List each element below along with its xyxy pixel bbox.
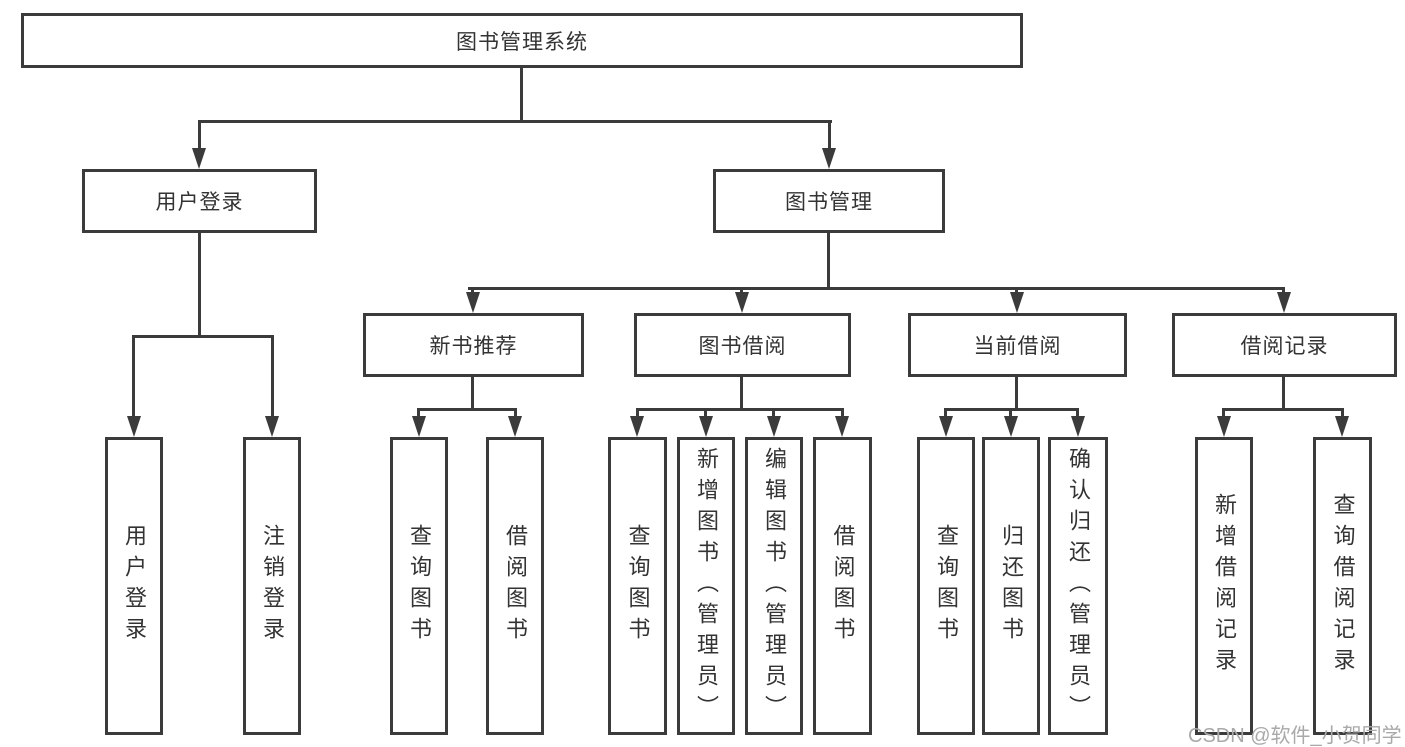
leaf-borrowing-add-books-admin: 新增图书（管理员）	[677, 437, 735, 735]
arrow-down-icon	[412, 416, 426, 437]
arrow-down-icon	[1277, 292, 1291, 313]
node-library-system: 图书管理系统	[21, 13, 1023, 68]
arrow-down-icon	[699, 416, 713, 437]
leaf-borrowing-query-books: 查询图书	[608, 437, 667, 735]
leaf-newbook-query-books: 查询图书	[390, 437, 448, 735]
leaf-current-confirm-return-admin: 确认归还（管理员）	[1048, 437, 1108, 735]
leaf-label: 注销登录	[260, 524, 285, 648]
connector-line	[514, 408, 517, 418]
leaf-borrowing-edit-books-admin: 编辑图书（管理员）	[745, 437, 803, 735]
connector-line	[417, 408, 420, 418]
arrow-down-icon	[735, 292, 749, 313]
leaf-label: 新增借阅记录	[1212, 493, 1237, 679]
arrow-down-icon	[127, 416, 141, 437]
connector-line	[471, 287, 474, 295]
arrow-down-icon	[835, 416, 849, 437]
arrow-down-icon	[1217, 416, 1231, 437]
leaf-records-add-record: 新增借阅记录	[1195, 437, 1253, 735]
arrow-down-icon	[1010, 292, 1024, 313]
leaf-label: 用户登录	[122, 524, 147, 648]
node-user-login: 用户登录	[82, 169, 317, 233]
connector-line	[944, 408, 947, 418]
connector-line	[828, 120, 831, 150]
arrow-down-icon	[822, 148, 836, 169]
leaf-label: 查询图书	[934, 524, 959, 648]
leaf-current-query-books: 查询图书	[917, 437, 975, 735]
connector-line	[1282, 377, 1285, 410]
arrow-down-icon	[939, 416, 953, 437]
connector-line	[841, 408, 844, 418]
leaf-logout: 注销登录	[243, 437, 301, 735]
connector-line	[1009, 408, 1012, 418]
connector-line	[704, 408, 707, 418]
arrow-down-icon	[630, 416, 644, 437]
node-label: 用户登录	[155, 191, 244, 214]
node-book-borrowing: 图书借阅	[634, 313, 851, 377]
leaf-label: 查询借阅记录	[1330, 493, 1356, 679]
arrow-down-icon	[466, 292, 480, 313]
arrow-down-icon	[265, 416, 279, 437]
leaf-label: 新增图书（管理员）	[694, 446, 719, 726]
connector-line	[132, 335, 274, 338]
connector-line	[417, 408, 517, 411]
csdn-watermark: CSDN @软件_小贺同学	[1188, 725, 1402, 747]
leaf-user-login: 用户登录	[105, 437, 163, 735]
connector-line	[1282, 287, 1285, 295]
arrow-down-icon	[1335, 416, 1349, 437]
connector-line	[198, 233, 201, 338]
arrow-down-icon	[767, 416, 781, 437]
connector-line	[740, 377, 743, 410]
leaf-label: 查询图书	[625, 524, 651, 648]
node-current-borrowing: 当前借阅	[908, 313, 1127, 377]
leaf-label: 查询图书	[407, 524, 432, 648]
node-label: 图书借阅	[698, 335, 787, 358]
node-new-book-recommend: 新书推荐	[363, 313, 584, 377]
connector-line	[1076, 408, 1079, 418]
connector-line	[471, 377, 474, 410]
connector-line	[271, 335, 274, 418]
connector-line	[520, 68, 523, 123]
node-label: 图书管理	[785, 191, 873, 214]
connector-line	[468, 287, 1285, 290]
connector-line	[1341, 408, 1344, 418]
connector-line	[772, 408, 775, 418]
node-label: 当前借阅	[973, 335, 1062, 358]
arrow-down-icon	[192, 148, 206, 169]
node-label: 新书推荐	[429, 335, 518, 358]
arrow-down-icon	[1004, 416, 1018, 437]
connector-line	[636, 408, 639, 418]
connector-line	[132, 335, 135, 418]
connector-line	[827, 233, 830, 289]
arrow-down-icon	[1071, 416, 1085, 437]
node-book-management: 图书管理	[713, 169, 945, 233]
leaf-newbook-borrow-books: 借阅图书	[486, 437, 544, 735]
node-label: 借阅记录	[1240, 335, 1329, 358]
leaf-records-query-record: 查询借阅记录	[1313, 437, 1372, 735]
connector-line	[1222, 408, 1344, 411]
connector-line	[740, 287, 743, 295]
connector-line	[198, 120, 832, 123]
node-borrowing-records: 借阅记录	[1172, 313, 1397, 377]
leaf-borrowing-borrow-books: 借阅图书	[813, 437, 872, 735]
leaf-current-return-books: 归还图书	[982, 437, 1040, 735]
connector-line	[1015, 377, 1018, 410]
connector-line	[1015, 287, 1018, 295]
arrow-down-icon	[508, 416, 522, 437]
leaf-label: 归还图书	[999, 524, 1024, 648]
connector-line	[636, 408, 844, 411]
connector-line	[198, 120, 201, 150]
node-label: 图书管理系统	[456, 30, 588, 54]
leaf-label: 确认归还（管理员）	[1066, 446, 1091, 726]
leaf-label: 编辑图书（管理员）	[762, 446, 787, 726]
connector-line	[1222, 408, 1225, 418]
leaf-label: 借阅图书	[503, 524, 528, 648]
leaf-label: 借阅图书	[830, 524, 856, 648]
